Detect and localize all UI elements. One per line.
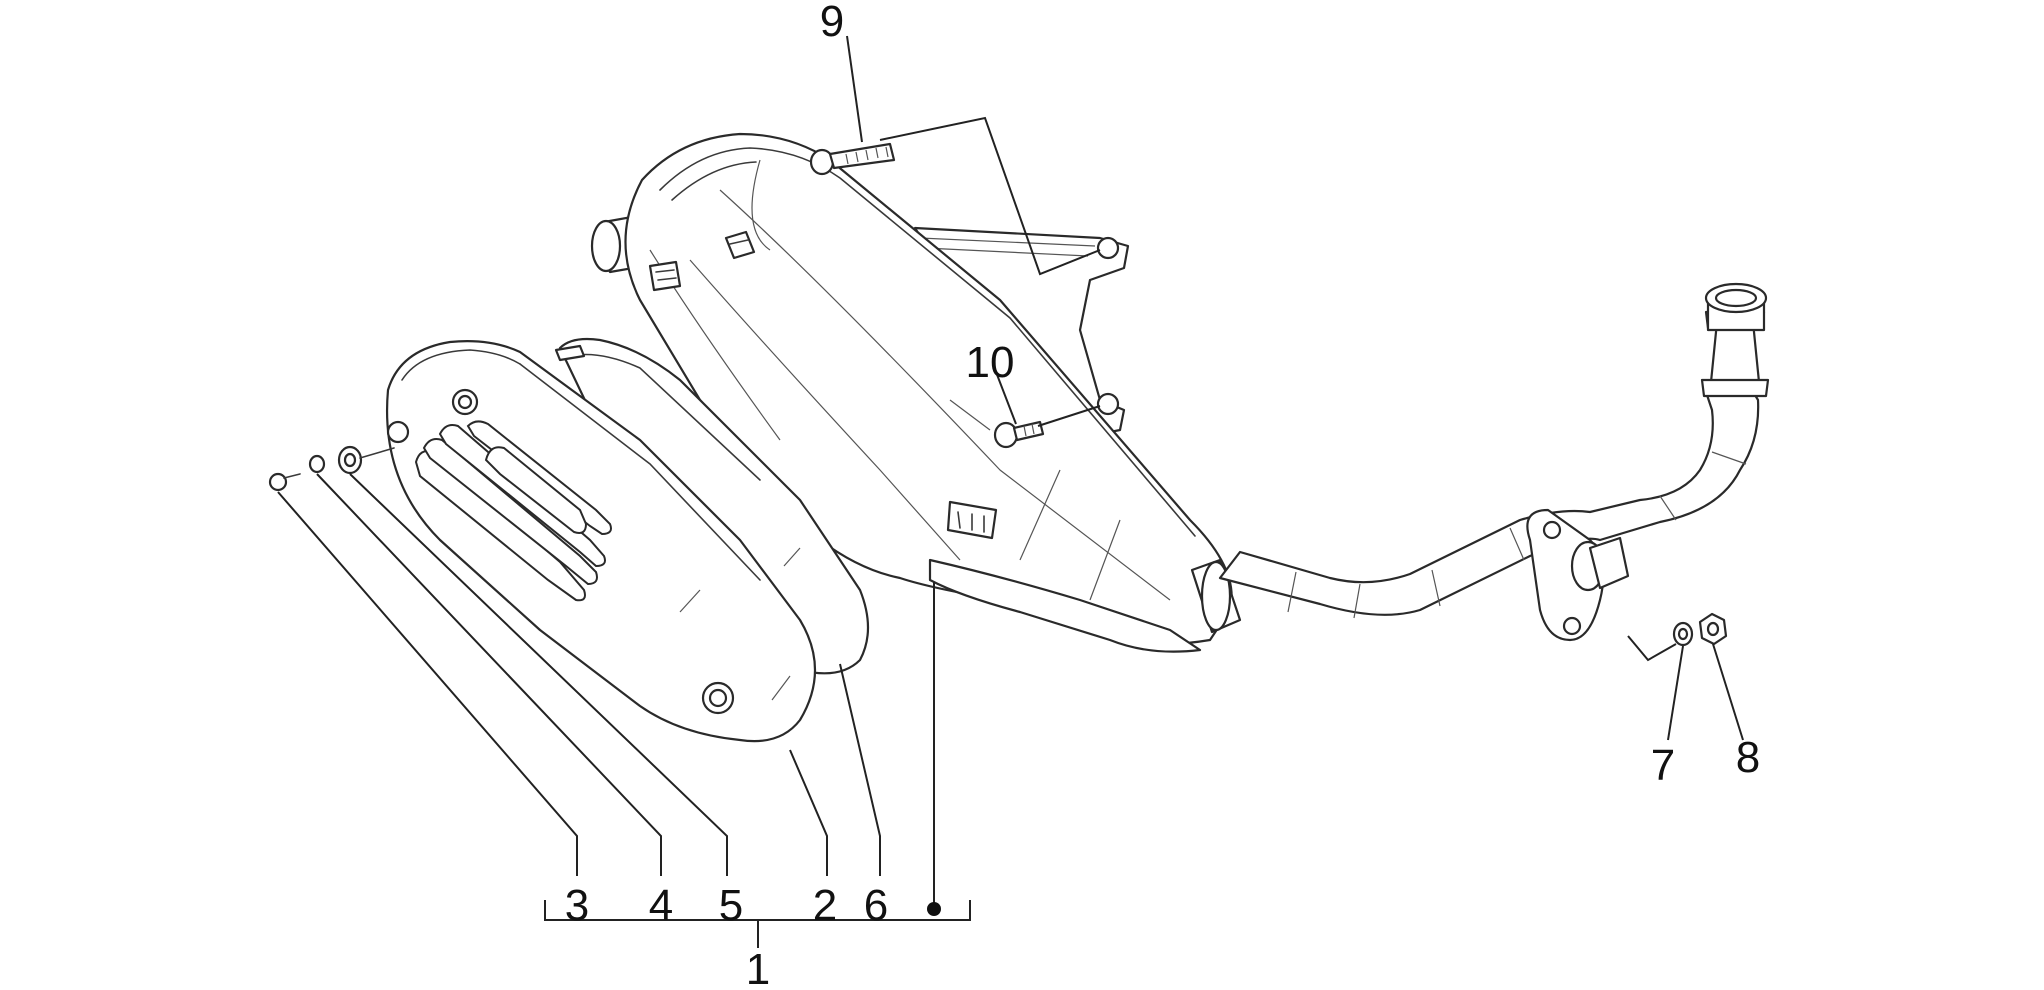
callout-9: 9 bbox=[820, 0, 844, 46]
callout-7: 7 bbox=[1651, 741, 1675, 790]
muffler-liner bbox=[554, 337, 870, 675]
muffler-body bbox=[590, 132, 1242, 653]
callout-8: 8 bbox=[1736, 733, 1760, 782]
washer-7 bbox=[1672, 621, 1694, 647]
group-dot bbox=[927, 902, 941, 916]
bolt-10 bbox=[993, 420, 1045, 449]
callout-2: 2 bbox=[813, 881, 837, 930]
nut-8 bbox=[1698, 612, 1728, 646]
muffler-guard-cover bbox=[386, 340, 816, 743]
bolt-9 bbox=[809, 142, 896, 176]
callout-5: 5 bbox=[719, 881, 743, 930]
exhaust-pipe bbox=[1218, 282, 1770, 642]
cover-fasteners bbox=[268, 445, 395, 492]
callout-10: 10 bbox=[966, 338, 1015, 387]
callout-4: 4 bbox=[649, 881, 673, 930]
leader-lines bbox=[277, 35, 1744, 948]
callout-3: 3 bbox=[565, 881, 589, 930]
callout-1: 1 bbox=[746, 945, 770, 990]
callout-6: 6 bbox=[864, 881, 888, 930]
